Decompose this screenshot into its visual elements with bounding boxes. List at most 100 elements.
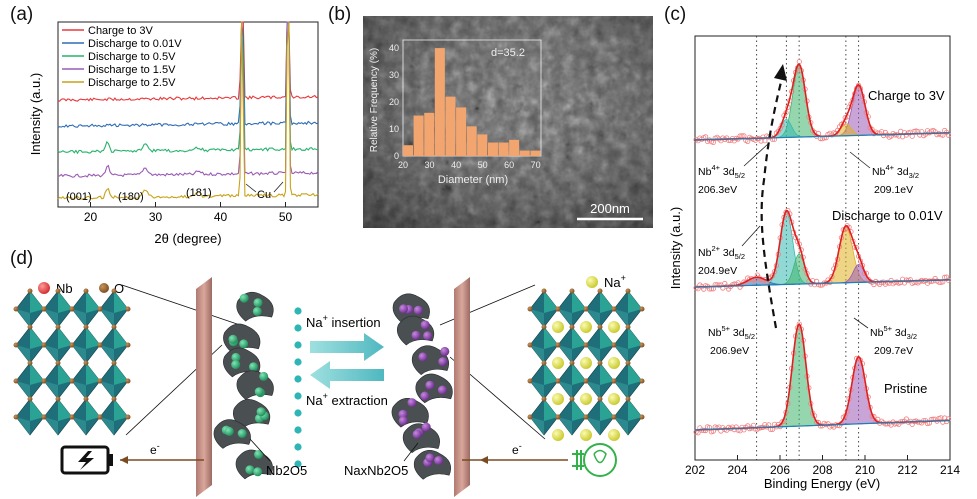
oxygen-atom — [611, 414, 617, 420]
na-ion-dot — [294, 324, 302, 332]
xps-tick-label: 210 — [855, 463, 875, 477]
oxygen-atom — [97, 342, 103, 348]
oxygen-atom — [97, 414, 103, 420]
xrd-tick-label: 50 — [279, 210, 293, 224]
na-ion-dot — [294, 358, 302, 366]
legend-entry-1: Discharge to 0.01V — [88, 38, 182, 50]
baseline-2 — [694, 419, 951, 431]
ion-atom — [256, 407, 266, 417]
peak-label-nb4-32: Nb4+ 3d3/2 209.1eV — [872, 163, 919, 196]
data-point — [882, 421, 888, 427]
histogram-bar — [413, 115, 424, 156]
octahedron-face — [100, 381, 114, 399]
xrd-tick-label: 40 — [214, 210, 228, 224]
ion-atom — [231, 352, 241, 362]
ion-atom — [249, 362, 258, 372]
histogram-y-tick: 40 — [389, 43, 399, 53]
ion-atom — [239, 293, 249, 303]
oxygen-atom — [111, 324, 117, 330]
ion-atom — [254, 450, 264, 459]
panel-c-letter: (c) — [664, 4, 687, 25]
octahedron-face — [16, 381, 30, 399]
panel-a-peak-001: (001) — [66, 191, 92, 203]
octahedron-face — [614, 309, 628, 327]
octahedron-face — [100, 417, 114, 435]
ion-atom — [398, 416, 408, 426]
battery-icon — [60, 445, 113, 475]
octahedron-face — [44, 309, 58, 327]
ion-atom — [421, 422, 431, 432]
octahedron-face — [58, 363, 72, 385]
legend-entry-2: Discharge to 0.5V — [88, 51, 176, 63]
ion-atom — [434, 456, 444, 465]
sodium-ion — [580, 321, 592, 333]
ion-atom — [398, 409, 408, 419]
svg-text:206.9eV: 206.9eV — [710, 345, 749, 357]
octahedron-face — [600, 399, 614, 421]
svg-text:Nb5+ 3d3/2: Nb5+ 3d3/2 — [870, 324, 917, 341]
oxygen-atom — [597, 396, 603, 402]
octahedron-face — [586, 381, 600, 399]
na-ion-dot — [294, 307, 302, 315]
ion-atom — [228, 334, 238, 344]
xrd-trace-3 — [57, 21, 319, 178]
histogram-bar — [509, 139, 520, 156]
octahedron-face — [114, 363, 128, 385]
peak-label-nb4-52: Nb4+ 3d5/2 206.3eV — [698, 163, 745, 196]
ion-atom — [411, 330, 421, 340]
svg-text:206.3eV: 206.3eV — [698, 184, 737, 196]
panel-a-letter: (a) — [10, 4, 34, 25]
nb2o5-crystal-structure — [13, 288, 131, 436]
octahedron-face — [72, 345, 86, 363]
octahedron-face — [544, 399, 558, 421]
panel-a-xlabel: 2θ (degree) — [154, 231, 221, 246]
histogram-x-tick: 30 — [425, 160, 435, 170]
oxygen-atom — [41, 342, 47, 348]
peak-label-nb2-52: Nb2+ 3d5/2 204.9eV — [698, 244, 745, 277]
oxygen-atom — [41, 378, 47, 384]
legend-entry-0: Charge to 3V — [88, 25, 153, 37]
histogram-bar — [530, 150, 541, 156]
octahedron-face — [72, 309, 86, 327]
octahedron-face — [544, 327, 558, 349]
peak-arrow-nb4-32 — [849, 151, 871, 169]
sodium-ion — [552, 357, 564, 369]
oxygen-atom — [555, 342, 561, 348]
peak-arrow-nb4-52 — [743, 143, 769, 167]
histogram-x-tick: 70 — [531, 160, 541, 170]
ion-atom — [440, 346, 450, 356]
oxygen-atom — [555, 414, 561, 420]
xps-tick-label: 208 — [812, 463, 832, 477]
oxygen-atom — [611, 378, 617, 384]
oxygen-atom — [69, 378, 75, 384]
octahedron-face — [30, 291, 44, 313]
ion-atom — [245, 465, 255, 475]
ion-atom — [423, 331, 433, 341]
panel-c-spectra — [693, 59, 952, 436]
oxygen-atom — [611, 306, 617, 312]
histogram-bar — [487, 142, 498, 156]
oxygen-atom — [569, 288, 575, 294]
octahedron-face — [86, 399, 100, 421]
left-electron-arrowhead — [120, 456, 128, 464]
histogram-bar — [498, 142, 509, 156]
histogram-bar — [477, 134, 488, 156]
octahedron-face — [530, 417, 544, 435]
oxygen-atom — [111, 288, 117, 294]
xps-tick-label: 206 — [770, 463, 790, 477]
ion-atom — [253, 298, 263, 308]
histogram-y-tick: 10 — [389, 124, 399, 134]
naxnb2o5-nanosheets — [391, 293, 453, 480]
data-point — [869, 126, 875, 133]
nanosheet — [402, 423, 441, 453]
sodium-ion — [580, 393, 592, 405]
right-electron-label: e- — [512, 441, 522, 457]
sodium-ion — [608, 393, 620, 405]
inset-histogram-ylabel: Relative Frequency (%) — [369, 48, 380, 152]
oxygen-atom — [55, 396, 61, 402]
inset-histogram-xlabel: Diameter (nm) — [438, 174, 508, 186]
